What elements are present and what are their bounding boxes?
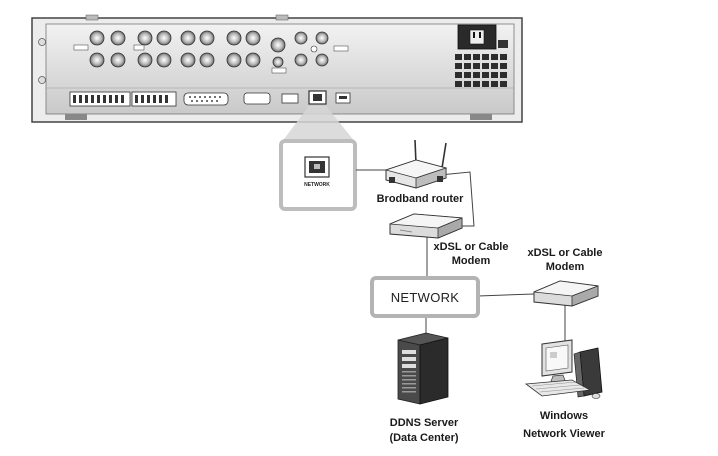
dvr-foot-left — [65, 114, 87, 120]
modem-left-label-line2: Modem — [451, 255, 491, 267]
modem-right-label-line2: Modem — [545, 261, 585, 273]
db25-port — [183, 92, 229, 106]
viewer-label-line1: Windows — [539, 410, 589, 422]
hdmi-port — [281, 93, 299, 104]
network-box — [370, 276, 480, 318]
link-network-modem-right — [477, 293, 535, 297]
modem-right-icon — [533, 280, 599, 307]
modem-left-label-line1: xDSL or Cable — [433, 241, 509, 253]
callout-wedge — [281, 106, 356, 143]
dvr-foot-right — [470, 114, 492, 120]
bnc-connectors — [73, 30, 349, 74]
network-label: NETWORK — [390, 289, 460, 305]
windows-pc-icon — [524, 339, 603, 399]
modem-right-label-line1: xDSL or Cable — [527, 247, 603, 259]
router-label: Brodband router — [376, 193, 464, 205]
dvr-rear-panel — [31, 14, 523, 123]
server-tower-icon — [397, 332, 449, 405]
router-icon — [384, 139, 448, 189]
bottom-port-row — [69, 90, 351, 107]
network-port-callout — [279, 106, 357, 211]
server-label-line1: DDNS Server — [389, 417, 459, 429]
power-section — [455, 24, 508, 87]
zoom-port-label: NETWORK — [304, 182, 330, 188]
modem-left-icon — [389, 213, 463, 239]
pc-mouse — [591, 393, 601, 399]
server-label-line2: (Data Center) — [389, 432, 459, 444]
vga-port — [243, 92, 271, 105]
viewer-label-line2: Network Viewer — [523, 428, 605, 440]
